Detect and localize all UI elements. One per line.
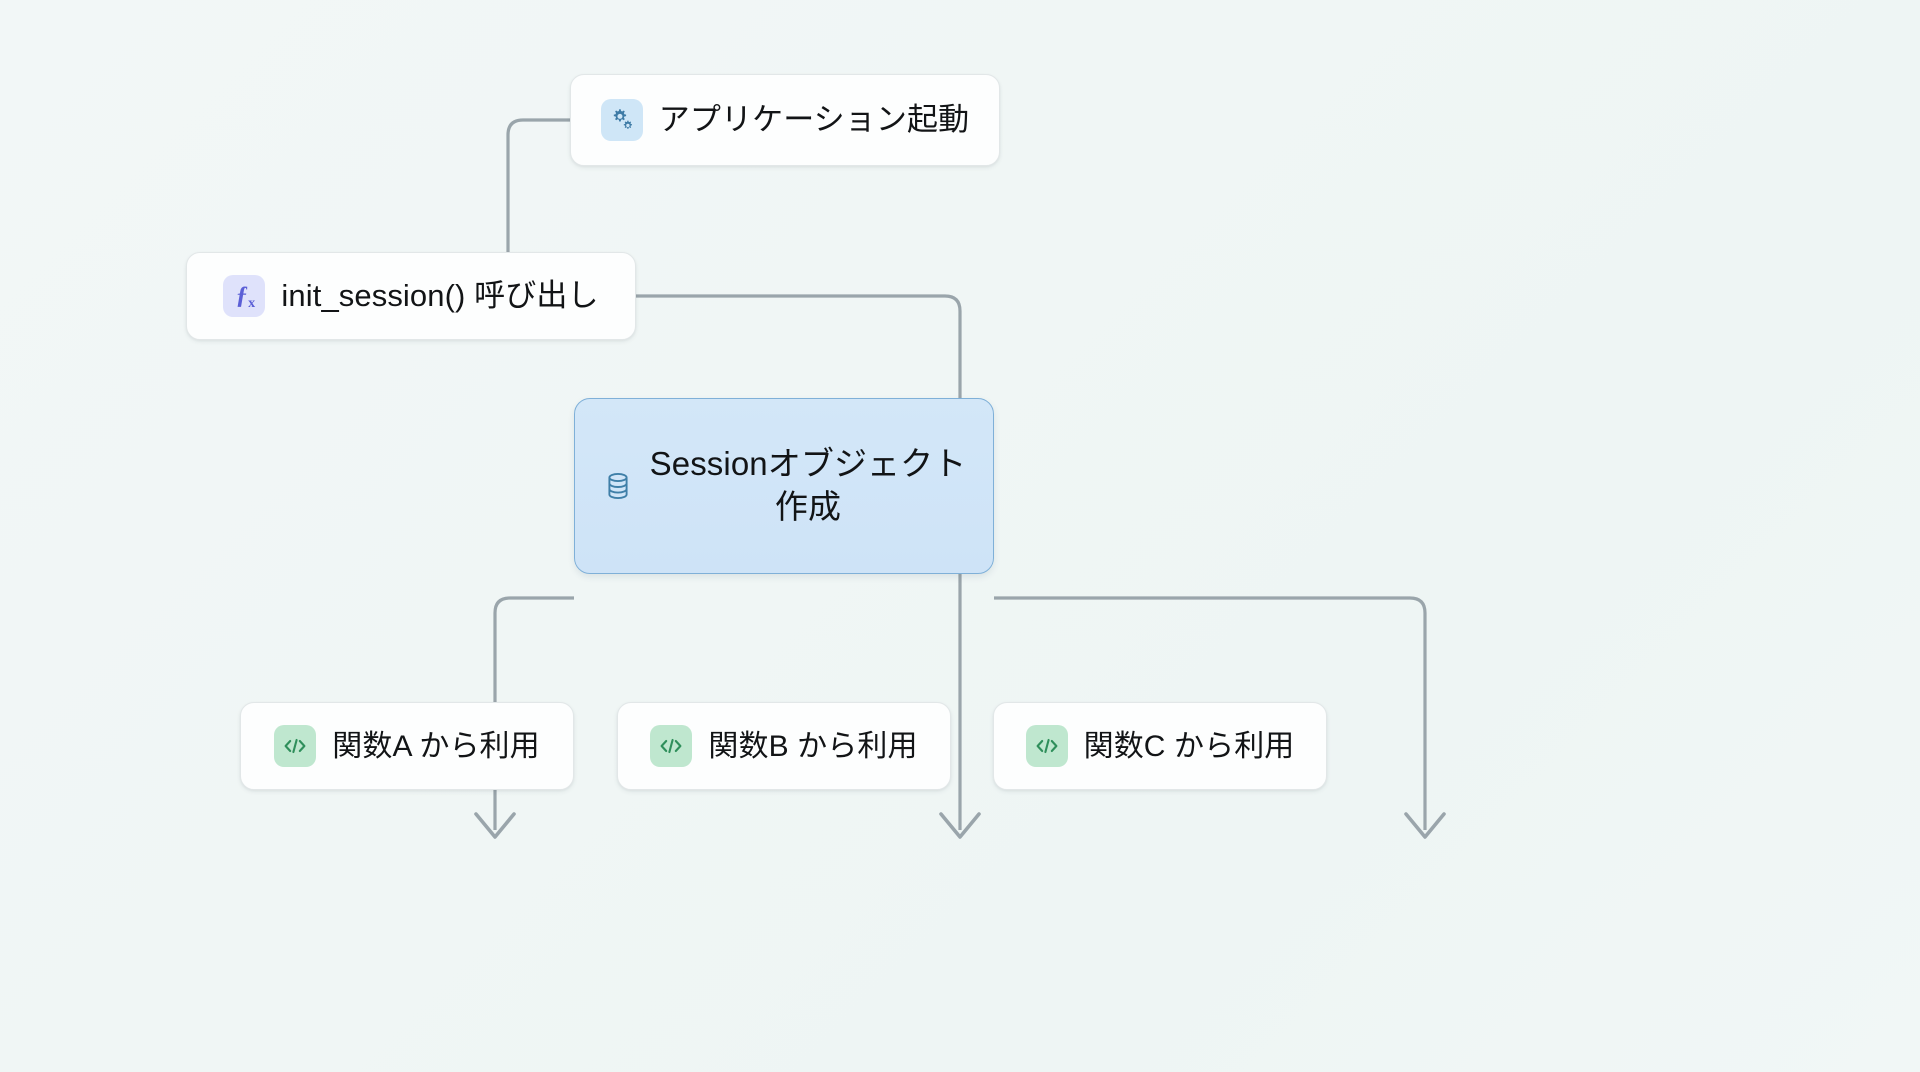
node-func-c-label: 関数C から利用 [1083,729,1295,763]
function-fx-icon: ƒx [223,275,266,317]
node-func-a-label: 関数A から利用 [332,729,540,763]
node-func-c[interactable]: 関数C から利用 [993,702,1327,790]
node-session-object[interactable]: Sessionオブジェクト 作成 [574,398,994,574]
node-app-start[interactable]: アプリケーション起動 [570,74,1000,166]
node-func-a[interactable]: 関数A から利用 [240,702,574,790]
database-icon [602,468,634,504]
code-brackets-icon [650,725,693,767]
node-func-b[interactable]: 関数B から利用 [617,702,951,790]
code-brackets-icon [274,725,317,767]
gears-icon [600,99,643,141]
code-brackets-icon [1025,725,1068,767]
node-app-start-label: アプリケーション起動 [658,101,970,137]
node-init-session[interactable]: ƒx init_session() 呼び出し [186,252,636,340]
node-init-session-label: init_session() 呼び出し [281,277,599,313]
node-session-object-label: Sessionオブジェクト 作成 [649,445,967,525]
node-func-b-label: 関数B から利用 [708,729,918,763]
